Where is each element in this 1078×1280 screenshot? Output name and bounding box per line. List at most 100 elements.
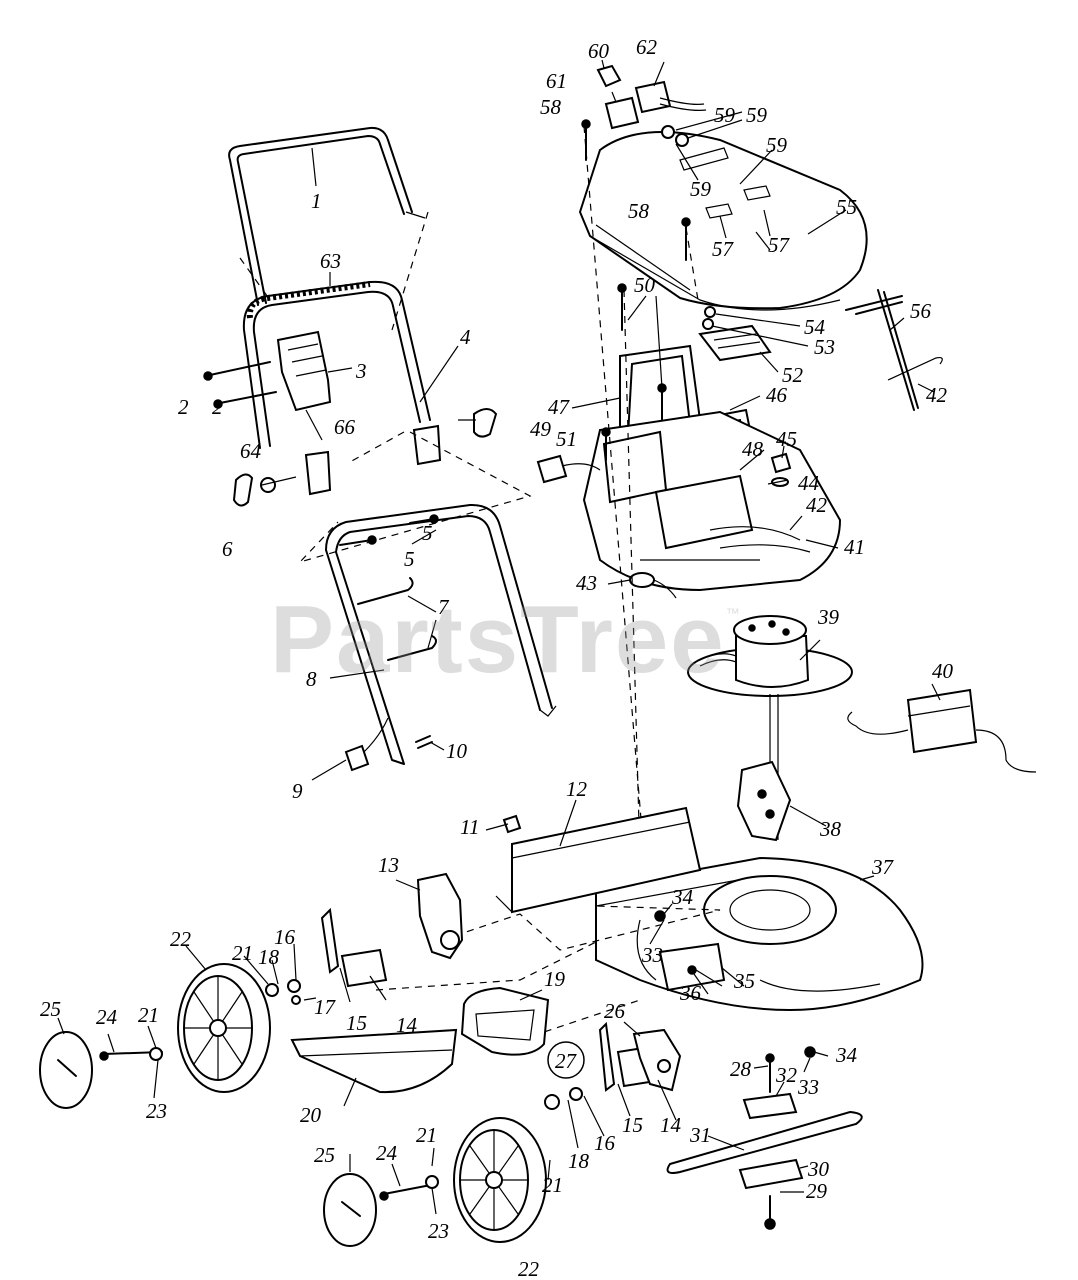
handle-dash-outline — [239, 211, 532, 564]
rear-flap-20 — [290, 1028, 458, 1094]
label-42b: 42 — [926, 383, 948, 407]
label-38: 38 — [819, 817, 842, 841]
label-15: 15 — [346, 1011, 367, 1035]
circled-27 — [547, 1041, 585, 1079]
label-21d: 21 — [542, 1173, 563, 1197]
switches-60-61-62 — [596, 64, 707, 147]
motor-mount-38 — [736, 760, 792, 842]
deck-screws-33-34-35-36 — [654, 910, 816, 1058]
label-11: 11 — [460, 815, 479, 839]
knob-6-washer-64 — [232, 473, 297, 507]
label-60: 60 — [588, 39, 610, 63]
label-48: 48 — [742, 437, 764, 461]
label-31: 31 — [689, 1123, 711, 1147]
cord-56 — [845, 289, 943, 411]
label-13: 13 — [378, 853, 399, 877]
label-33b: 33 — [797, 1075, 819, 1099]
label-25b: 25 — [314, 1143, 335, 1167]
axle-hardware-lower-21-23-24 — [379, 1175, 439, 1201]
label-9: 9 — [292, 779, 303, 803]
label-23a: 23 — [146, 1099, 167, 1123]
front-baffle-12 — [495, 806, 702, 914]
label-23b: 23 — [428, 1219, 449, 1243]
label-2b: 2 — [212, 395, 223, 419]
label-59b: 59 — [746, 103, 768, 127]
label-51: 51 — [556, 427, 577, 451]
label-57a: 57 — [712, 237, 735, 261]
label-32: 32 — [775, 1063, 798, 1087]
label-22b: 22 — [518, 1257, 540, 1280]
upper-handle — [228, 126, 426, 306]
label-19: 19 — [544, 967, 566, 991]
label-5: 5 — [404, 547, 415, 571]
label-33a: 33 — [641, 943, 663, 967]
label-59c: 59 — [690, 177, 712, 201]
label-46: 46 — [766, 383, 788, 407]
label-18: 18 — [258, 945, 280, 969]
label-35: 35 — [733, 969, 755, 993]
label-14: 14 — [396, 1013, 418, 1037]
bolt-2 — [203, 361, 277, 409]
label-58a: 58 — [540, 95, 562, 119]
label-28: 28 — [730, 1057, 752, 1081]
label-3: 3 — [355, 359, 367, 383]
axle-hardware-upper-21-23-24 — [99, 983, 279, 1061]
deck-dash-outline — [375, 905, 721, 1041]
label-14b: 14 — [660, 1113, 682, 1137]
label-1: 1 — [311, 189, 322, 213]
label-44: 44 — [798, 471, 820, 495]
label-52: 52 — [782, 363, 804, 387]
grass-bag-frame-19 — [460, 986, 550, 1056]
lower-handle-8 — [325, 503, 557, 765]
label-49: 49 — [530, 417, 552, 441]
label-10: 10 — [446, 739, 468, 763]
label-17: 17 — [314, 995, 337, 1019]
label-58b: 58 — [628, 199, 650, 223]
handle-bracket-3 — [276, 330, 332, 441]
label-25a: 25 — [40, 997, 61, 1021]
wheel-bracket-13 — [416, 872, 464, 960]
label-56: 56 — [910, 299, 932, 323]
label-55: 55 — [836, 195, 857, 219]
label-50: 50 — [634, 273, 656, 297]
label-41: 41 — [844, 535, 865, 559]
label-4: 4 — [460, 325, 471, 349]
leader-lines — [57, 59, 941, 1215]
part-labels: 1 2 3 4 5 6 7 8 9 10 11 12 13 14 15 16 1… — [40, 35, 954, 1280]
label-29: 29 — [806, 1179, 828, 1203]
label-59d: 59 — [766, 133, 788, 157]
rear-wheel-upper-22 — [177, 963, 271, 1093]
plate-52-nut-53-54 — [698, 306, 772, 362]
label-54: 54 — [804, 315, 826, 339]
label-8: 8 — [306, 667, 317, 691]
label-37: 37 — [871, 855, 895, 879]
label-34b: 34 — [835, 1043, 858, 1067]
label-62: 62 — [636, 35, 658, 59]
label-15b: 15 — [622, 1113, 643, 1137]
label-61: 61 — [546, 69, 567, 93]
label-27: 27 — [555, 1049, 578, 1073]
handle-clips — [304, 408, 498, 496]
hubcap-lower-25 — [323, 1173, 377, 1247]
hubcap-upper-25 — [39, 1031, 93, 1109]
label-47: 47 — [548, 395, 571, 419]
label-21b: 21 — [138, 1003, 159, 1027]
label-16: 16 — [274, 925, 296, 949]
charger-40 — [847, 688, 1037, 773]
label-66: 66 — [334, 415, 356, 439]
label-6: 6 — [222, 537, 233, 561]
top-cover-55 — [578, 131, 868, 311]
springs-7 — [357, 577, 437, 661]
label-22a: 22 — [170, 927, 192, 951]
label-53: 53 — [814, 335, 835, 359]
label-21c: 21 — [416, 1123, 437, 1147]
label-5b: 5 — [422, 521, 433, 545]
label-7: 7 — [438, 595, 450, 619]
label-16b: 16 — [594, 1131, 616, 1155]
lower-handle-with-grip — [242, 280, 431, 449]
label-39: 39 — [817, 605, 840, 629]
label-64: 64 — [240, 439, 262, 463]
label-30: 30 — [807, 1157, 830, 1181]
label-18b: 18 — [568, 1149, 590, 1173]
